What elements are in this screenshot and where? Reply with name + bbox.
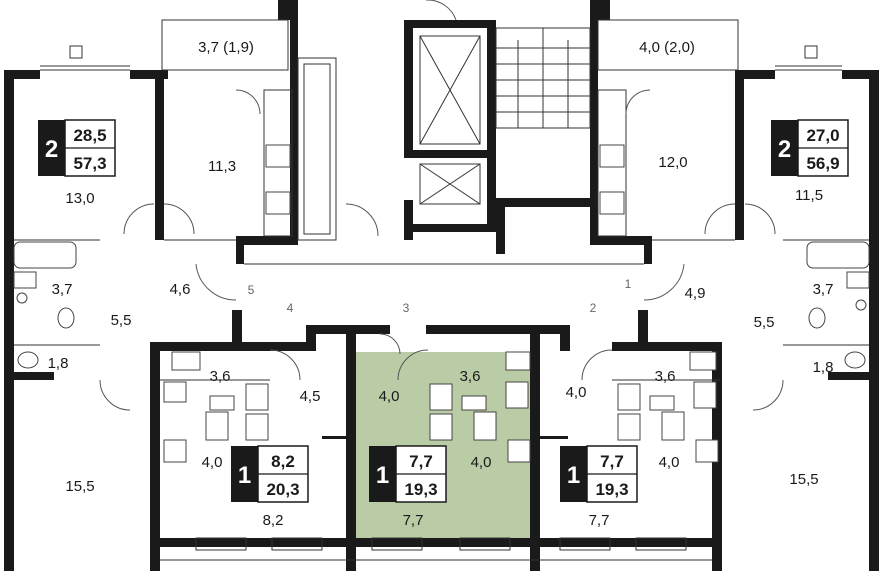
room-label-kit-a3: 4,0 bbox=[659, 454, 680, 471]
partitions bbox=[14, 19, 869, 561]
apartment-badge-apt-tr[interactable]: 2 27,0 56,9 bbox=[771, 119, 849, 177]
room-label-corr-r: 4,9 bbox=[685, 285, 706, 302]
badge-total-area: 19,3 bbox=[595, 480, 628, 499]
room-label-hall-r: 5,5 bbox=[754, 314, 775, 331]
badge-rooms: 1 bbox=[567, 462, 580, 489]
room-labels: 3,7 (1,9) 4,0 (2,0) 13,0 11,3 12,0 11,5 … bbox=[48, 39, 834, 529]
room-label-kitchen-tl: 11,3 bbox=[208, 158, 236, 175]
room-label-bath-a2: 3,6 bbox=[460, 368, 481, 385]
badge-rooms: 2 bbox=[778, 136, 791, 163]
room-label-corr-l: 4,6 bbox=[170, 281, 191, 298]
badge-total-area: 57,3 bbox=[73, 154, 106, 173]
room-label-hall-a3: 4,0 bbox=[566, 384, 587, 401]
door-number: 4 bbox=[287, 301, 294, 315]
apartment-badge-apt-tl[interactable]: 2 28,5 57,3 bbox=[38, 119, 116, 177]
room-label-room-tl: 13,0 bbox=[65, 190, 94, 207]
apartment-badge-apt-a2[interactable]: 1 7,7 19,3 bbox=[369, 445, 447, 503]
door-numbers: 1 2 3 4 5 bbox=[248, 277, 632, 315]
fixtures bbox=[13, 144, 870, 463]
badge-rooms: 2 bbox=[45, 136, 58, 163]
room-label-room-a3: 7,7 bbox=[589, 512, 610, 529]
badge-living-area: 7,7 bbox=[409, 452, 433, 471]
room-label-balcony-right: 4,0 (2,0) bbox=[639, 39, 695, 56]
room-label-room-bl: 15,5 bbox=[65, 478, 94, 495]
door-number: 5 bbox=[248, 283, 255, 297]
room-label-room-a1: 8,2 bbox=[263, 512, 284, 529]
room-label-room-a2: 7,7 bbox=[403, 512, 424, 529]
badge-total-area: 20,3 bbox=[266, 480, 299, 499]
door-number: 3 bbox=[403, 301, 410, 315]
badge-total-area: 56,9 bbox=[806, 154, 839, 173]
room-label-bath-a1: 3,6 bbox=[210, 368, 231, 385]
doors bbox=[99, 0, 784, 411]
room-label-hall-a1: 4,5 bbox=[300, 388, 321, 405]
badge-living-area: 27,0 bbox=[806, 126, 839, 145]
door-number: 2 bbox=[590, 301, 597, 315]
room-label-kitchen-tr: 12,0 bbox=[658, 154, 687, 171]
room-label-hall-l: 5,5 bbox=[111, 312, 132, 329]
apartment-badge-apt-a1[interactable]: 1 8,2 20,3 bbox=[231, 445, 309, 503]
badge-rooms: 1 bbox=[238, 462, 251, 489]
room-label-kit-a2: 4,0 bbox=[471, 454, 492, 471]
badge-total-area: 19,3 bbox=[404, 480, 437, 499]
badge-living-area: 28,5 bbox=[73, 126, 106, 145]
badge-rooms: 1 bbox=[376, 462, 389, 489]
room-label-wc-l: 1,8 bbox=[48, 355, 69, 372]
room-label-wc-r: 1,8 bbox=[813, 359, 834, 376]
room-label-kit-a1: 4,0 bbox=[202, 454, 223, 471]
room-label-bath-r: 3,7 bbox=[813, 281, 834, 298]
room-label-hall-a2: 4,0 bbox=[379, 388, 400, 405]
room-label-room-tr: 11,5 bbox=[795, 187, 823, 204]
badge-living-area: 7,7 bbox=[600, 452, 624, 471]
badge-living-area: 8,2 bbox=[271, 452, 295, 471]
room-label-bath-a3: 3,6 bbox=[655, 368, 676, 385]
room-label-bath-l: 3,7 bbox=[52, 281, 73, 298]
apartment-badge-apt-a3[interactable]: 1 7,7 19,3 bbox=[560, 445, 638, 503]
door-number: 1 bbox=[625, 277, 632, 291]
room-label-balcony-left: 3,7 (1,9) bbox=[198, 39, 254, 56]
room-label-room-br: 15,5 bbox=[789, 471, 818, 488]
